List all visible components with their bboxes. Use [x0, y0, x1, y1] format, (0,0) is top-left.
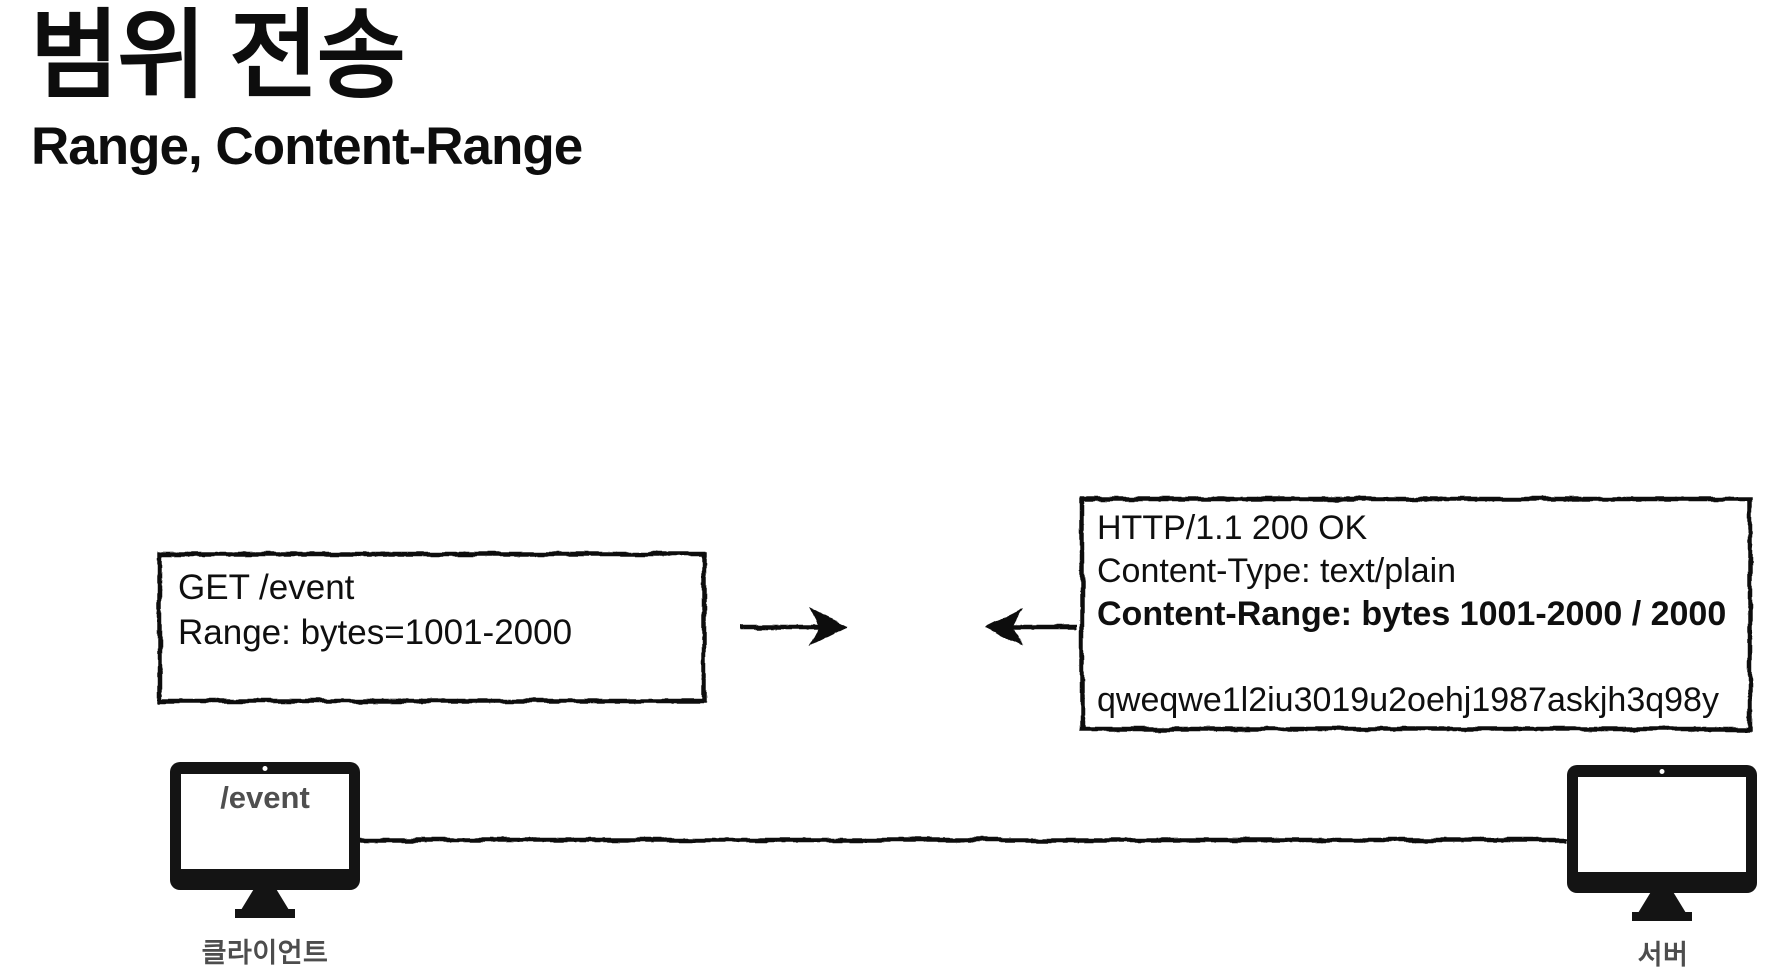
camera-dot-icon	[1659, 769, 1665, 774]
response-line-content-type: Content-Type: text/plain	[1097, 552, 1457, 590]
page-subtitle: Range, Content-Range	[31, 117, 583, 176]
monitor-frame	[1567, 765, 1757, 893]
request-line-method: GET /event	[178, 568, 355, 607]
request-arrow-right-icon	[740, 608, 847, 646]
page-title: 범위 전송	[30, 1, 406, 110]
client-label: 클라이언트	[201, 938, 329, 968]
response-line-content-range: Content-Range: bytes 1001-2000 / 2000	[1097, 595, 1727, 633]
monitor-frame: /event	[170, 762, 360, 890]
client-screen-label: /event	[220, 780, 310, 815]
camera-dot-icon	[262, 766, 268, 771]
response-box: HTTP/1.1 200 OK Content-Type: text/plain…	[1097, 507, 1726, 722]
server-monitor-screen	[1578, 777, 1746, 872]
request-line-range-header: Range: bytes=1001-2000	[178, 613, 573, 652]
response-line-body: qweqwe1l2iu3019u2oehj1987askjh3q98y	[1097, 681, 1719, 719]
monitor-stand-base	[1632, 912, 1692, 921]
response-arrow-left-icon	[985, 608, 1077, 646]
request-box: GET /event Range: bytes=1001-2000	[178, 565, 572, 655]
client-monitor-screen: /event	[181, 774, 349, 869]
server-label: 서버	[1637, 940, 1689, 968]
server-monitor-icon	[1567, 765, 1757, 925]
response-blank-line	[1097, 636, 1726, 679]
response-line-status: HTTP/1.1 200 OK	[1097, 509, 1368, 547]
monitor-stand-neck	[1638, 891, 1686, 913]
client-monitor-icon: /event	[170, 762, 360, 922]
monitor-stand-base	[235, 909, 295, 918]
monitor-stand-neck	[241, 888, 289, 910]
